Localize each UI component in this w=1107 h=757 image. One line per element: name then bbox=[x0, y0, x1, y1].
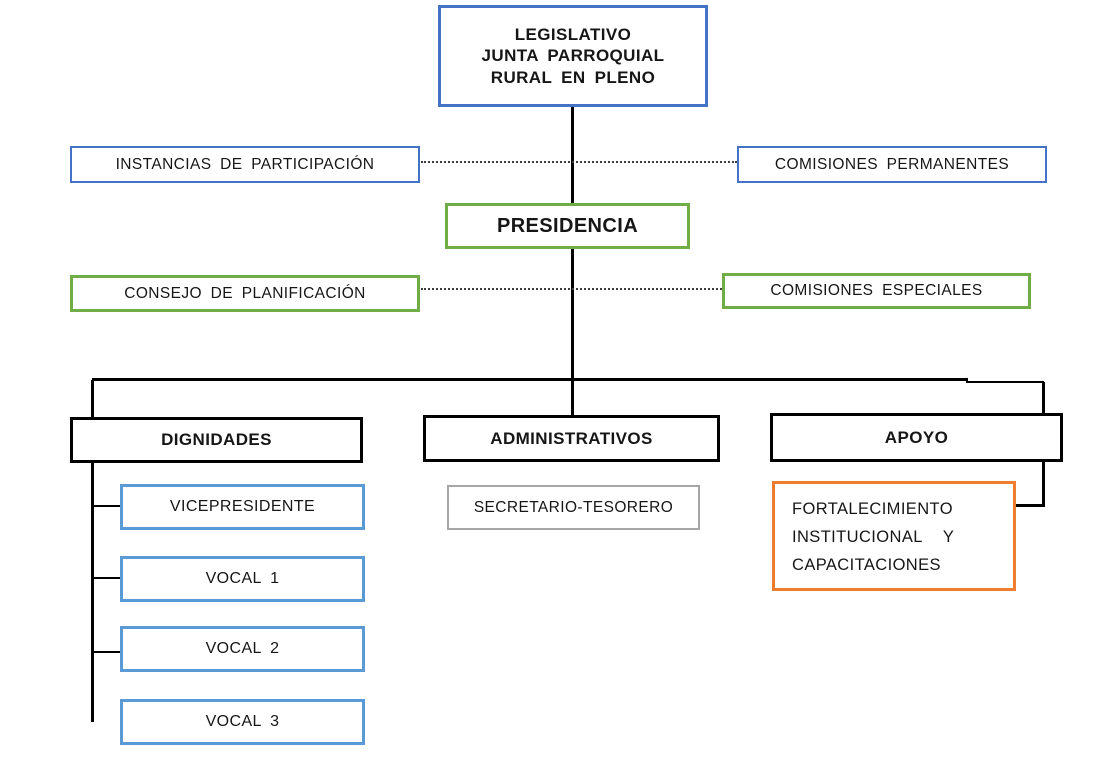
node-vocal-3-label: VOCAL 3 bbox=[205, 713, 280, 730]
node-administrativos: ADMINISTRATIVOS bbox=[423, 415, 720, 462]
node-legislativo-line-1: LEGISLATIVO bbox=[514, 25, 632, 45]
node-vocal-1-label: VOCAL 1 bbox=[205, 570, 280, 587]
connector-instancias-comisiones-dotted bbox=[421, 161, 737, 163]
connector-tick-vicepresidente bbox=[92, 505, 120, 507]
node-vocal-3: VOCAL 3 bbox=[120, 699, 365, 745]
node-presidencia: PRESIDENCIA bbox=[445, 203, 690, 249]
node-vicepresidente: VICEPRESIDENTE bbox=[120, 484, 365, 530]
branch-horizontal-line-thin bbox=[966, 381, 1044, 383]
node-fortalecimiento-line-3: CAPACITACIONES bbox=[792, 556, 941, 574]
node-secretario-tesorero: SECRETARIO-TESORERO bbox=[447, 485, 700, 530]
node-fortalecimiento: FORTALECIMIENTO INSTITUCIONAL Y CAPACITA… bbox=[772, 481, 1016, 591]
node-secretario-tesorero-label: SECRETARIO-TESORERO bbox=[473, 498, 674, 516]
node-comisiones-permanentes: COMISIONES PERMANENTES bbox=[737, 146, 1047, 183]
node-comisiones-especiales-label: COMISIONES ESPECIALES bbox=[770, 282, 983, 300]
connector-dignidades-spine-vertical bbox=[91, 380, 94, 722]
node-vicepresidente-label: VICEPRESIDENTE bbox=[169, 498, 316, 515]
branch-horizontal-line-thick bbox=[92, 378, 968, 381]
node-apoyo-label: APOYO bbox=[884, 427, 949, 447]
node-instancias-participacion-label: INSTANCIAS DE PARTICIPACIÓN bbox=[115, 155, 375, 173]
connector-administrativos-drop-vertical bbox=[571, 380, 574, 416]
node-legislativo-line-3: RURAL EN PLENO bbox=[490, 67, 656, 87]
node-apoyo: APOYO bbox=[770, 413, 1063, 462]
connector-fortalecimiento-elbow-horizontal bbox=[1015, 504, 1045, 507]
node-comisiones-permanentes-label: COMISIONES PERMANENTES bbox=[774, 155, 1010, 173]
node-legislativo-line-2: JUNTA PARROQUIAL bbox=[481, 46, 665, 66]
connector-tick-vocal-2 bbox=[92, 651, 120, 653]
node-dignidades: DIGNIDADES bbox=[70, 417, 363, 463]
node-presidencia-label: PRESIDENCIA bbox=[496, 214, 639, 237]
connector-consejo-comisiones-dotted bbox=[421, 288, 722, 290]
node-vocal-2: VOCAL 2 bbox=[120, 626, 365, 672]
node-consejo-planificacion: CONSEJO DE PLANIFICACIÓN bbox=[70, 275, 420, 312]
node-comisiones-especiales: COMISIONES ESPECIALES bbox=[722, 273, 1031, 309]
node-vocal-2-label: VOCAL 2 bbox=[205, 640, 280, 657]
node-dignidades-label: DIGNIDADES bbox=[161, 430, 272, 450]
node-instancias-participacion: INSTANCIAS DE PARTICIPACIÓN bbox=[70, 146, 420, 183]
node-fortalecimiento-line-2: INSTITUCIONAL Y bbox=[792, 528, 955, 546]
node-fortalecimiento-line-1: FORTALECIMIENTO bbox=[792, 500, 953, 518]
node-administrativos-label: ADMINISTRATIVOS bbox=[490, 428, 653, 448]
node-vocal-1: VOCAL 1 bbox=[120, 556, 365, 602]
node-consejo-planificacion-label: CONSEJO DE PLANIFICACIÓN bbox=[124, 284, 366, 302]
connector-tick-vocal-1 bbox=[92, 577, 120, 579]
node-legislativo: LEGISLATIVO JUNTA PARROQUIAL RURAL EN PL… bbox=[438, 5, 708, 107]
